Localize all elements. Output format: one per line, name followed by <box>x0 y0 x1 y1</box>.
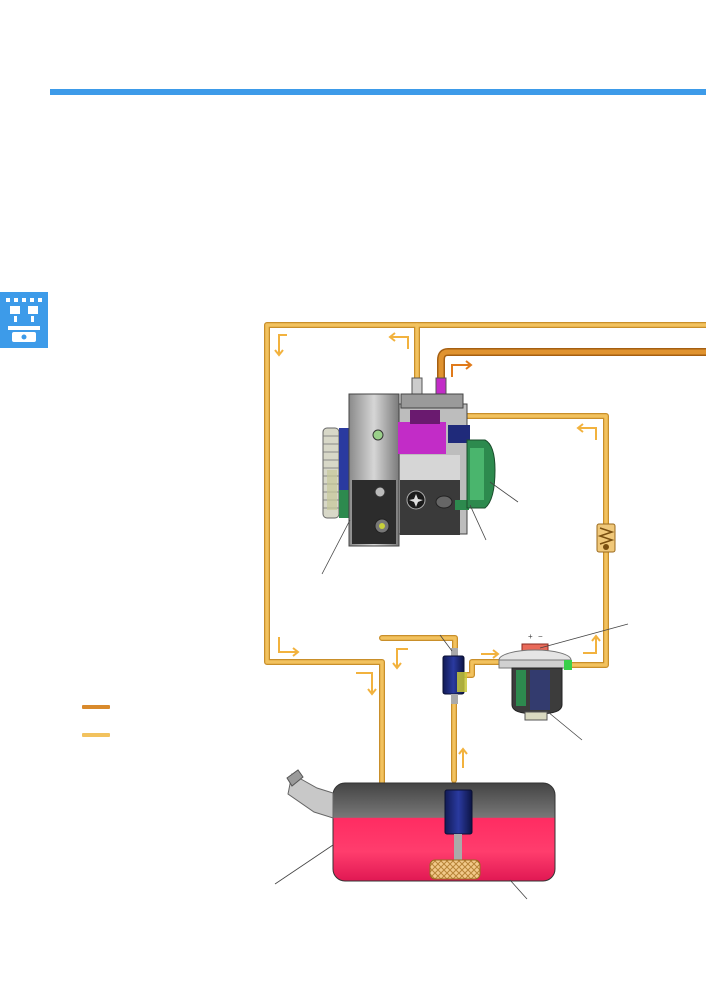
legend-pressure-line <box>82 705 110 709</box>
svg-text:−: − <box>538 632 543 641</box>
pressure-arrow <box>451 360 473 377</box>
leader-lines <box>274 481 629 900</box>
legend-supply-line <box>82 733 110 737</box>
pressure-line <box>437 348 706 382</box>
pre-supply-pump: + − <box>498 632 572 721</box>
high-pressure-pump <box>322 377 496 547</box>
diesel-system-icon <box>0 292 48 348</box>
flow-arrows <box>274 332 601 768</box>
overflow-valve <box>596 523 616 553</box>
header-rule <box>50 89 706 95</box>
legend <box>82 700 142 742</box>
fuel-tank <box>286 769 556 882</box>
fuel-filter <box>442 648 467 704</box>
svg-text:+: + <box>528 632 533 641</box>
supply-lines <box>264 322 706 849</box>
